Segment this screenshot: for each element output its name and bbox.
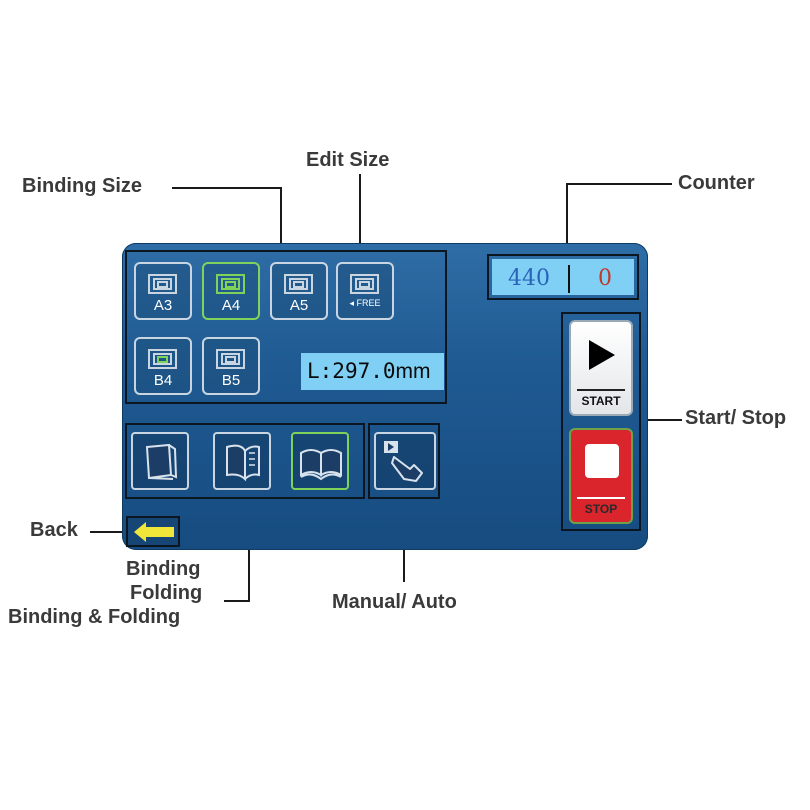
annotation-binding: Binding	[126, 558, 201, 580]
touch-screen-panel: A3 A4 A5 ◂ FREE	[122, 243, 648, 550]
leader-line	[90, 531, 126, 533]
annotation-folding: Folding	[130, 582, 203, 604]
size-label: B5	[221, 372, 241, 389]
counter-background: 440 0	[492, 259, 634, 295]
size-label: A4	[221, 297, 241, 314]
paper-size-icon	[216, 349, 245, 369]
manual-auto-button[interactable]	[374, 432, 436, 490]
size-label: A5	[289, 297, 309, 314]
paper-size-icon	[148, 349, 177, 369]
annotation-counter: Counter	[678, 172, 755, 194]
manual-auto-group	[368, 423, 440, 499]
size-button-a5[interactable]: A5	[270, 262, 328, 320]
annotation-back: Back	[30, 519, 78, 541]
start-divider	[577, 389, 625, 391]
hand-pointer-icon	[384, 441, 423, 482]
stop-icon	[585, 444, 619, 478]
annotation-edit-size: Edit Size	[306, 149, 390, 171]
start-label: START	[581, 394, 621, 408]
paper-size-icon	[284, 274, 313, 294]
counter-right: 0	[598, 266, 612, 291]
folding-icon	[226, 444, 260, 482]
leader-line	[359, 174, 361, 252]
annotation-start-stop: Start/ Stop	[685, 407, 787, 429]
size-button-free[interactable]: ◂ FREE	[336, 262, 394, 320]
size-label: A3	[153, 297, 173, 314]
size-label: B4	[153, 372, 173, 389]
annotation-binding-size: Binding Size	[22, 175, 142, 197]
stop-label: STOP	[584, 502, 618, 516]
counter-divider	[568, 265, 570, 293]
leader-line	[566, 183, 568, 253]
paper-size-icon	[350, 274, 379, 294]
paper-size-icon	[216, 274, 245, 294]
binding-mode-group	[125, 423, 365, 499]
folding-button[interactable]	[213, 432, 271, 490]
annotation-manual-auto: Manual/ Auto	[332, 591, 457, 613]
start-button[interactable]: START	[569, 320, 633, 416]
binding-icon	[145, 443, 178, 480]
binding-button[interactable]	[131, 432, 189, 490]
binding-size-group: A3 A4 A5 ◂ FREE	[125, 250, 447, 404]
paper-size-icon	[148, 274, 177, 294]
leader-line	[640, 419, 682, 421]
counter-left: 440	[508, 266, 550, 291]
counter-display: 440 0	[487, 254, 639, 300]
size-button-a4[interactable]: A4	[202, 262, 260, 320]
annotation-binding-and-folding: Binding & Folding	[8, 606, 181, 628]
length-value: 297.0	[332, 359, 396, 383]
leader-line	[280, 187, 282, 249]
stop-button[interactable]: STOP	[569, 428, 633, 524]
size-button-b4[interactable]: B4	[134, 337, 192, 395]
start-stop-group: START STOP	[561, 312, 641, 531]
size-label: ◂ FREE	[349, 298, 381, 308]
binding-folding-icon	[300, 449, 342, 481]
size-button-a3[interactable]: A3	[134, 262, 192, 320]
leader-line	[224, 600, 250, 602]
stop-divider	[577, 497, 625, 499]
size-button-b5[interactable]: B5	[202, 337, 260, 395]
arrow-left-icon	[134, 522, 174, 542]
back-button[interactable]	[126, 516, 180, 547]
length-display[interactable]: L:297.0mm	[301, 353, 444, 390]
leader-line	[566, 183, 672, 185]
length-prefix: L:	[307, 359, 333, 383]
binding-folding-button[interactable]	[291, 432, 349, 490]
play-icon	[589, 340, 615, 370]
length-unit: mm	[395, 360, 431, 383]
leader-line	[172, 187, 282, 189]
